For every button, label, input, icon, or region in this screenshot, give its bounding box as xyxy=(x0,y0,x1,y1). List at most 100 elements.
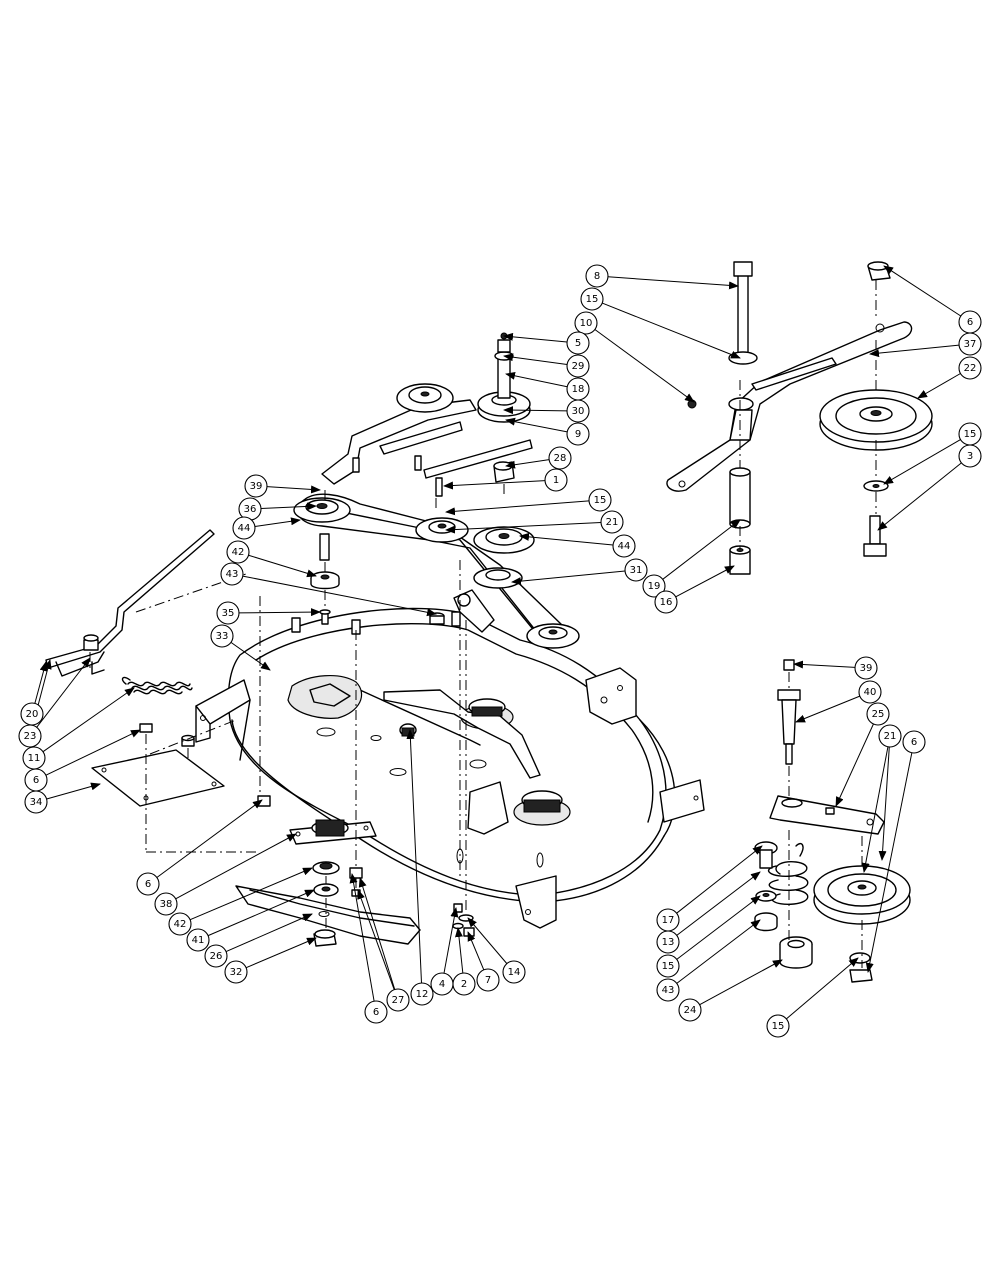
leader-line xyxy=(445,522,602,534)
leader-line xyxy=(793,660,856,669)
callout-number: 31 xyxy=(630,565,643,576)
callout-circle xyxy=(364,1000,388,1024)
callout-number: 8 xyxy=(594,271,600,282)
leader-line xyxy=(503,353,568,366)
leader-line xyxy=(917,373,961,399)
leader-line xyxy=(242,575,437,617)
callout-number: 12 xyxy=(416,989,429,1000)
callout-bubble: 41 xyxy=(186,928,210,952)
callout-circle xyxy=(585,264,609,288)
callout-number: 25 xyxy=(872,709,885,720)
nut-6-left xyxy=(139,723,195,747)
callout-bubble: 20 xyxy=(20,702,44,726)
callout-bubble: 3 xyxy=(958,444,982,468)
callout-circle xyxy=(878,724,902,748)
callout-bubble: 4 xyxy=(430,972,454,996)
leader-line xyxy=(675,565,735,598)
callout-circle xyxy=(210,624,234,648)
callout-number: 35 xyxy=(222,608,235,619)
callout-bubble: 39 xyxy=(244,474,268,498)
leader-line xyxy=(175,833,297,900)
callout-bubble: 13 xyxy=(656,930,680,954)
callout-circle xyxy=(854,656,878,680)
callout-bubble: 6 xyxy=(24,768,48,792)
callout-number: 39 xyxy=(860,663,873,674)
callout-number: 15 xyxy=(594,495,607,506)
leader-line xyxy=(883,439,961,485)
callout-circle xyxy=(866,702,890,726)
callout-circle xyxy=(136,872,160,896)
callout-number: 34 xyxy=(30,797,43,808)
pulley-36 xyxy=(293,497,351,523)
callout-bubble: 30 xyxy=(566,399,590,423)
leader-line xyxy=(260,502,317,511)
callout-number: 28 xyxy=(554,453,567,464)
leader-line xyxy=(676,871,761,936)
leader-line xyxy=(503,332,568,343)
callout-circle xyxy=(902,730,926,754)
leader-line xyxy=(503,406,568,415)
callout-bubble: 25 xyxy=(866,702,890,726)
bushing-16 xyxy=(729,545,751,575)
callout-circle xyxy=(220,562,244,586)
callout-number: 6 xyxy=(967,317,973,328)
callout-bubble: 26 xyxy=(204,944,228,968)
callout-circle xyxy=(958,444,982,468)
shoulder-bolt-40 xyxy=(777,689,801,765)
callout-bubble: 44 xyxy=(612,534,636,558)
callout-bubble: 11 xyxy=(22,746,46,770)
leader-line xyxy=(519,532,614,546)
callout-circle xyxy=(18,724,42,748)
callout-circle xyxy=(624,558,648,582)
callout-number: 16 xyxy=(660,597,673,608)
nut-6-top xyxy=(867,261,891,281)
bushing-24 xyxy=(779,936,813,969)
leader-line xyxy=(505,417,568,433)
callout-number: 23 xyxy=(24,731,37,742)
callout-number: 1 xyxy=(553,475,559,486)
spacer-41 xyxy=(313,883,339,897)
callout-bubble: 12 xyxy=(410,982,434,1006)
spring-11 xyxy=(121,676,193,695)
pulley-21-lower xyxy=(813,865,911,925)
callout-number: 6 xyxy=(373,1007,379,1018)
callout-bubble: 15 xyxy=(656,954,680,978)
pulley-44 xyxy=(473,526,535,554)
leader-line xyxy=(865,752,913,973)
callout-circle xyxy=(600,510,624,534)
callout-number: 11 xyxy=(28,753,41,764)
leader-line xyxy=(46,782,101,800)
callout-circle xyxy=(226,540,250,564)
callout-bubble: 17 xyxy=(656,908,680,932)
spacer-43-upper xyxy=(429,612,445,625)
leader-line xyxy=(676,845,763,914)
callout-bubble: 34 xyxy=(24,790,48,814)
callout-number: 44 xyxy=(618,541,631,552)
callout-bubble: 29 xyxy=(566,354,590,378)
leader-line xyxy=(225,913,313,953)
leader-line xyxy=(795,695,860,723)
callout-number: 3 xyxy=(967,451,973,462)
leader-line xyxy=(207,889,315,937)
leader-line xyxy=(869,344,960,358)
bolt-35 xyxy=(319,609,331,625)
callout-bubble: 22 xyxy=(958,356,982,380)
callout-number: 7 xyxy=(485,975,491,986)
callout-bubble: 28 xyxy=(548,446,572,470)
callout-number: 14 xyxy=(508,967,521,978)
callout-number: 27 xyxy=(392,995,405,1006)
assembly-centerlines xyxy=(89,280,877,968)
leader-line xyxy=(877,462,962,531)
callout-bubble: 19 xyxy=(642,574,666,598)
callout-bubble: 42 xyxy=(226,540,250,564)
callout-number: 15 xyxy=(662,961,675,972)
callout-circle xyxy=(386,988,410,1012)
callout-number: 15 xyxy=(964,429,977,440)
nut-10 xyxy=(687,399,697,409)
callout-number: 6 xyxy=(33,775,39,786)
leader-line xyxy=(883,265,962,317)
callout-circle xyxy=(656,978,680,1002)
washer-15-lower xyxy=(849,952,871,964)
callout-bubble: 6 xyxy=(958,310,982,334)
spacer-42 xyxy=(310,571,340,590)
